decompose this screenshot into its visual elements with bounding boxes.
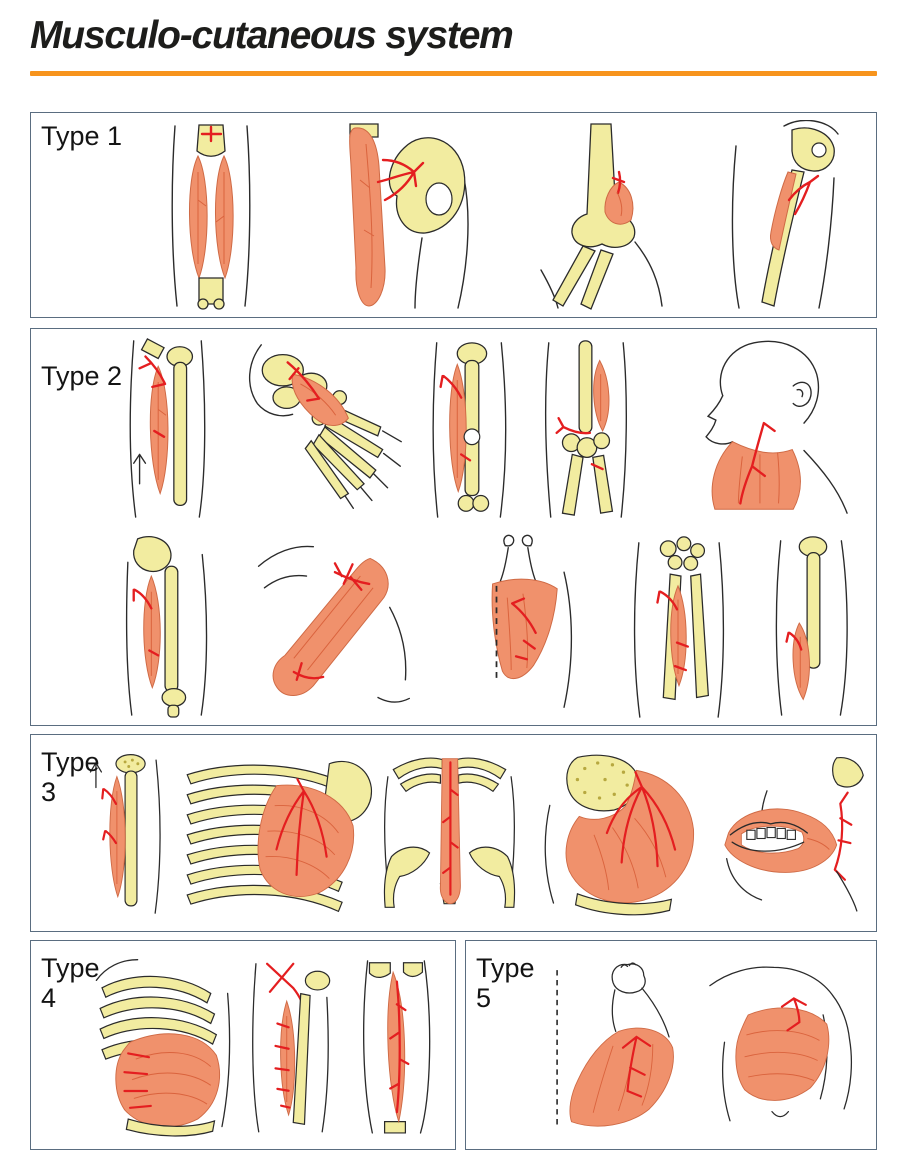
illustration-gluteus-maximus — [544, 754, 694, 916]
panel-type-5: Type 5 — [465, 939, 877, 1150]
illustration-elbow-joint-muscle — [544, 340, 627, 518]
illustration-leg-tibialis-segmental — [363, 960, 431, 1134]
panel-type-2-figures — [31, 329, 876, 725]
panel-type-3-figures — [31, 735, 876, 931]
panel-type-5-figures — [466, 941, 876, 1149]
panel-type-2-label: Type 2 — [41, 360, 123, 391]
panel-type-5-label: Type 5 — [476, 952, 535, 1014]
illustration-ribcage-serratus — [186, 760, 373, 913]
panel-type-1: Type 1 — [30, 111, 877, 318]
panel-type-1-label: Type 1 — [41, 120, 123, 151]
panel-type-2-row-2 — [31, 527, 876, 725]
illustration-thigh-gracilis — [125, 536, 208, 718]
panel-type-1-figures — [31, 113, 876, 317]
illustration-trunk-rectus-abdominis — [383, 757, 515, 908]
illustration-elbow-muscle — [539, 123, 663, 310]
illustration-foot-dorsum-muscle — [248, 344, 402, 509]
illustration-hip-pelvis-pedicle — [349, 123, 470, 309]
page-title: Musculo-cutaneous system — [30, 14, 514, 57]
illustration-face-orbicularis — [724, 756, 864, 912]
illustration-forearm-segmental — [252, 962, 331, 1133]
illustration-thigh-muscle — [432, 342, 507, 518]
illustration-shoulder-slant-muscle — [257, 545, 410, 703]
illustration-trunk-oblique-segmental — [95, 958, 231, 1137]
illustration-thigh-rectus — [89, 753, 161, 914]
bottom-row: Type 4 — [30, 939, 877, 1150]
panel-type-2: Type 2 — [30, 327, 877, 726]
panel-type-4: Type 4 — [30, 939, 456, 1150]
illustration-upper-back-muscle — [491, 534, 572, 708]
illustration-forearm-muscle — [129, 337, 206, 518]
panel-type-2-row-1 — [31, 329, 876, 527]
illustration-hip-femur-muscle — [731, 119, 839, 309]
illustration-latissimus-dorsi — [556, 962, 674, 1128]
panel-type-3: Type 3 — [30, 733, 877, 932]
illustration-femur-muscle — [775, 536, 848, 716]
illustration-lower-leg-muscle — [171, 124, 251, 310]
title-underline — [30, 70, 877, 76]
panel-type-3-label: Type 3 — [41, 746, 100, 808]
panel-type-4-label: Type 4 — [41, 952, 100, 1014]
illustration-neck-platysma — [705, 340, 848, 514]
illustration-pectoralis-major — [709, 966, 853, 1122]
illustration-forearm-carpal-muscle — [634, 536, 725, 718]
panel-type-4-figures — [31, 941, 455, 1149]
